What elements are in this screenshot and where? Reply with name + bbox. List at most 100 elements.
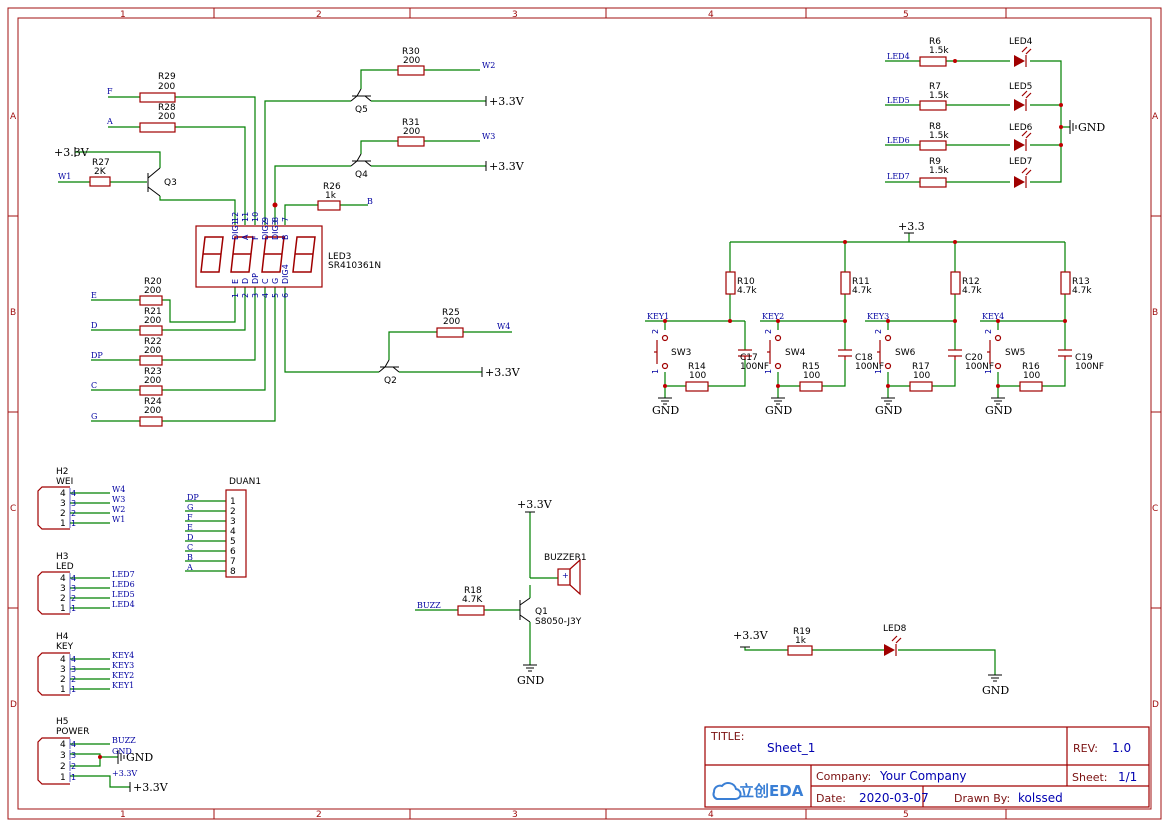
resistor-r11: R11 4.7k bbox=[840, 271, 872, 296]
r28-name: R28 bbox=[158, 103, 176, 113]
c20-name: C20 bbox=[965, 353, 983, 363]
title-block: TITLE: Sheet_1 REV: 1.0 Company: Your Co… bbox=[704, 726, 1150, 808]
r30-value: 200 bbox=[403, 56, 420, 66]
row-label-d: D bbox=[10, 700, 17, 710]
col-label-3-bottom: 3 bbox=[512, 810, 518, 820]
r31-name: R31 bbox=[402, 118, 420, 128]
net-key3: KEY3 bbox=[867, 312, 889, 321]
tb-sheet: 1/1 bbox=[1118, 770, 1137, 784]
duan-net-label: C bbox=[187, 543, 193, 552]
r12-value: 4.7k bbox=[962, 286, 982, 296]
gnd-led8: GND bbox=[982, 684, 1009, 697]
led8-name: LED8 bbox=[883, 624, 907, 634]
header-pin-index: 2 bbox=[71, 675, 76, 684]
col-label-2-bottom: 2 bbox=[316, 810, 322, 820]
display-bottom-pin-number: 3 bbox=[251, 293, 260, 298]
display-top-pin-number: 10 bbox=[251, 212, 260, 222]
q5-name: Q5 bbox=[355, 105, 368, 115]
display-part: SR410361N bbox=[328, 261, 381, 271]
h4-label: KEY bbox=[56, 642, 74, 652]
resistor-r16: R16 100 bbox=[1019, 362, 1043, 392]
net-key2: KEY2 bbox=[762, 312, 784, 321]
resistor-r22: R22 200 bbox=[139, 337, 163, 366]
q3-name: Q3 bbox=[164, 178, 177, 188]
transistor-q5: Q5 bbox=[350, 88, 372, 115]
header-pin-number: 4 bbox=[60, 740, 66, 750]
row-label-d-right: D bbox=[1152, 700, 1159, 710]
sw3-name: SW3 bbox=[671, 348, 691, 358]
switch-sw3: 2 1 SW3 bbox=[651, 329, 691, 374]
resistor-r27: R27 2K bbox=[89, 158, 111, 187]
pwr-v33-q3: +3.3V bbox=[54, 146, 90, 159]
header-pin-number: 2 bbox=[60, 675, 66, 685]
transistor-q1: Q1 S8050-J3Y bbox=[519, 597, 582, 627]
display-bottom-pin-name: DP bbox=[251, 273, 260, 284]
duan-net-label: DP bbox=[187, 493, 199, 502]
display-top-pin-name: DIG3 bbox=[271, 220, 280, 240]
header-pin-index: 3 bbox=[71, 665, 76, 674]
duan-net-label: A bbox=[186, 563, 193, 572]
net-led4: LED4 bbox=[887, 52, 910, 61]
tb-company: Your Company bbox=[879, 769, 967, 783]
header-pin-number: 4 bbox=[60, 489, 66, 499]
net-w4: W4 bbox=[497, 322, 510, 331]
led7-name: LED7 bbox=[1009, 157, 1032, 167]
net-led6: LED6 bbox=[887, 136, 910, 145]
col-label-3: 3 bbox=[512, 10, 518, 20]
r25-name: R25 bbox=[442, 308, 460, 318]
display-top-pin-number: 9 bbox=[261, 217, 270, 222]
transistor-q4: Q4 bbox=[350, 153, 372, 180]
header-net-label: W2 bbox=[112, 505, 125, 514]
resistor-r19: R19 1k bbox=[787, 627, 813, 656]
r11-name: R11 bbox=[852, 277, 870, 287]
resistor-r24: R24 200 bbox=[139, 397, 163, 427]
header-net-label: W1 bbox=[112, 515, 125, 524]
r19-name: R19 bbox=[793, 627, 811, 637]
h2-name: H2 bbox=[56, 467, 69, 477]
display-top-pin-name: DIG1 bbox=[231, 220, 240, 240]
resistor-r28: R28 200 bbox=[139, 103, 176, 133]
resistor-r8: R8 1.5k bbox=[919, 122, 949, 151]
h3-label: LED bbox=[56, 562, 74, 572]
net-dp: DP bbox=[91, 351, 103, 360]
gnd-leds: GND bbox=[1078, 121, 1105, 134]
header-pin-number: 1 bbox=[60, 685, 66, 695]
net-a: A bbox=[106, 117, 113, 126]
duan-net-label: F bbox=[187, 513, 193, 522]
pwr-v33-keys: +3.3 bbox=[898, 220, 925, 233]
r28-value: 200 bbox=[158, 112, 175, 122]
pwr-v33-buzzer: +3.3V bbox=[517, 498, 553, 511]
col-label-4: 4 bbox=[708, 10, 714, 20]
header-pin-number: 4 bbox=[60, 574, 66, 584]
r21-value: 200 bbox=[144, 316, 161, 326]
capacitor-c19: C19 100NF bbox=[1058, 349, 1104, 372]
header-pin-number: 4 bbox=[60, 655, 66, 665]
led-led5: LED5 bbox=[1009, 82, 1032, 111]
tb-rev: 1.0 bbox=[1112, 741, 1131, 755]
r16-name: R16 bbox=[1022, 362, 1040, 372]
resistor-r7: R7 1.5k bbox=[919, 82, 949, 111]
display-bottom-pin-name: DIG4 bbox=[281, 264, 290, 284]
r29-name: R29 bbox=[158, 72, 176, 82]
capacitor-c18: C18 100NF bbox=[838, 349, 884, 372]
pwr-v33-q5: +3.3V bbox=[489, 95, 525, 108]
resistor-r17: R17 100 bbox=[909, 362, 933, 392]
switch-sw6: 2 1 SW6 bbox=[874, 329, 916, 374]
display-bottom-pin-number: 4 bbox=[261, 293, 270, 298]
svg-text:1: 1 bbox=[874, 369, 883, 374]
tb-title: Sheet_1 bbox=[767, 741, 815, 755]
display-top-pin-name: A bbox=[241, 234, 250, 240]
header-pin-index: 4 bbox=[71, 489, 76, 498]
svg-text:2: 2 bbox=[764, 329, 773, 334]
r27-name: R27 bbox=[92, 158, 110, 168]
r17-name: R17 bbox=[912, 362, 930, 372]
net-w2: W2 bbox=[482, 61, 495, 70]
r8-value: 1.5k bbox=[929, 131, 949, 141]
header-pin-number: 1 bbox=[60, 604, 66, 614]
header-pin-number: 3 bbox=[60, 751, 66, 761]
header-pin-number: 3 bbox=[60, 584, 66, 594]
display-top-pin-number: 7 bbox=[281, 217, 290, 222]
